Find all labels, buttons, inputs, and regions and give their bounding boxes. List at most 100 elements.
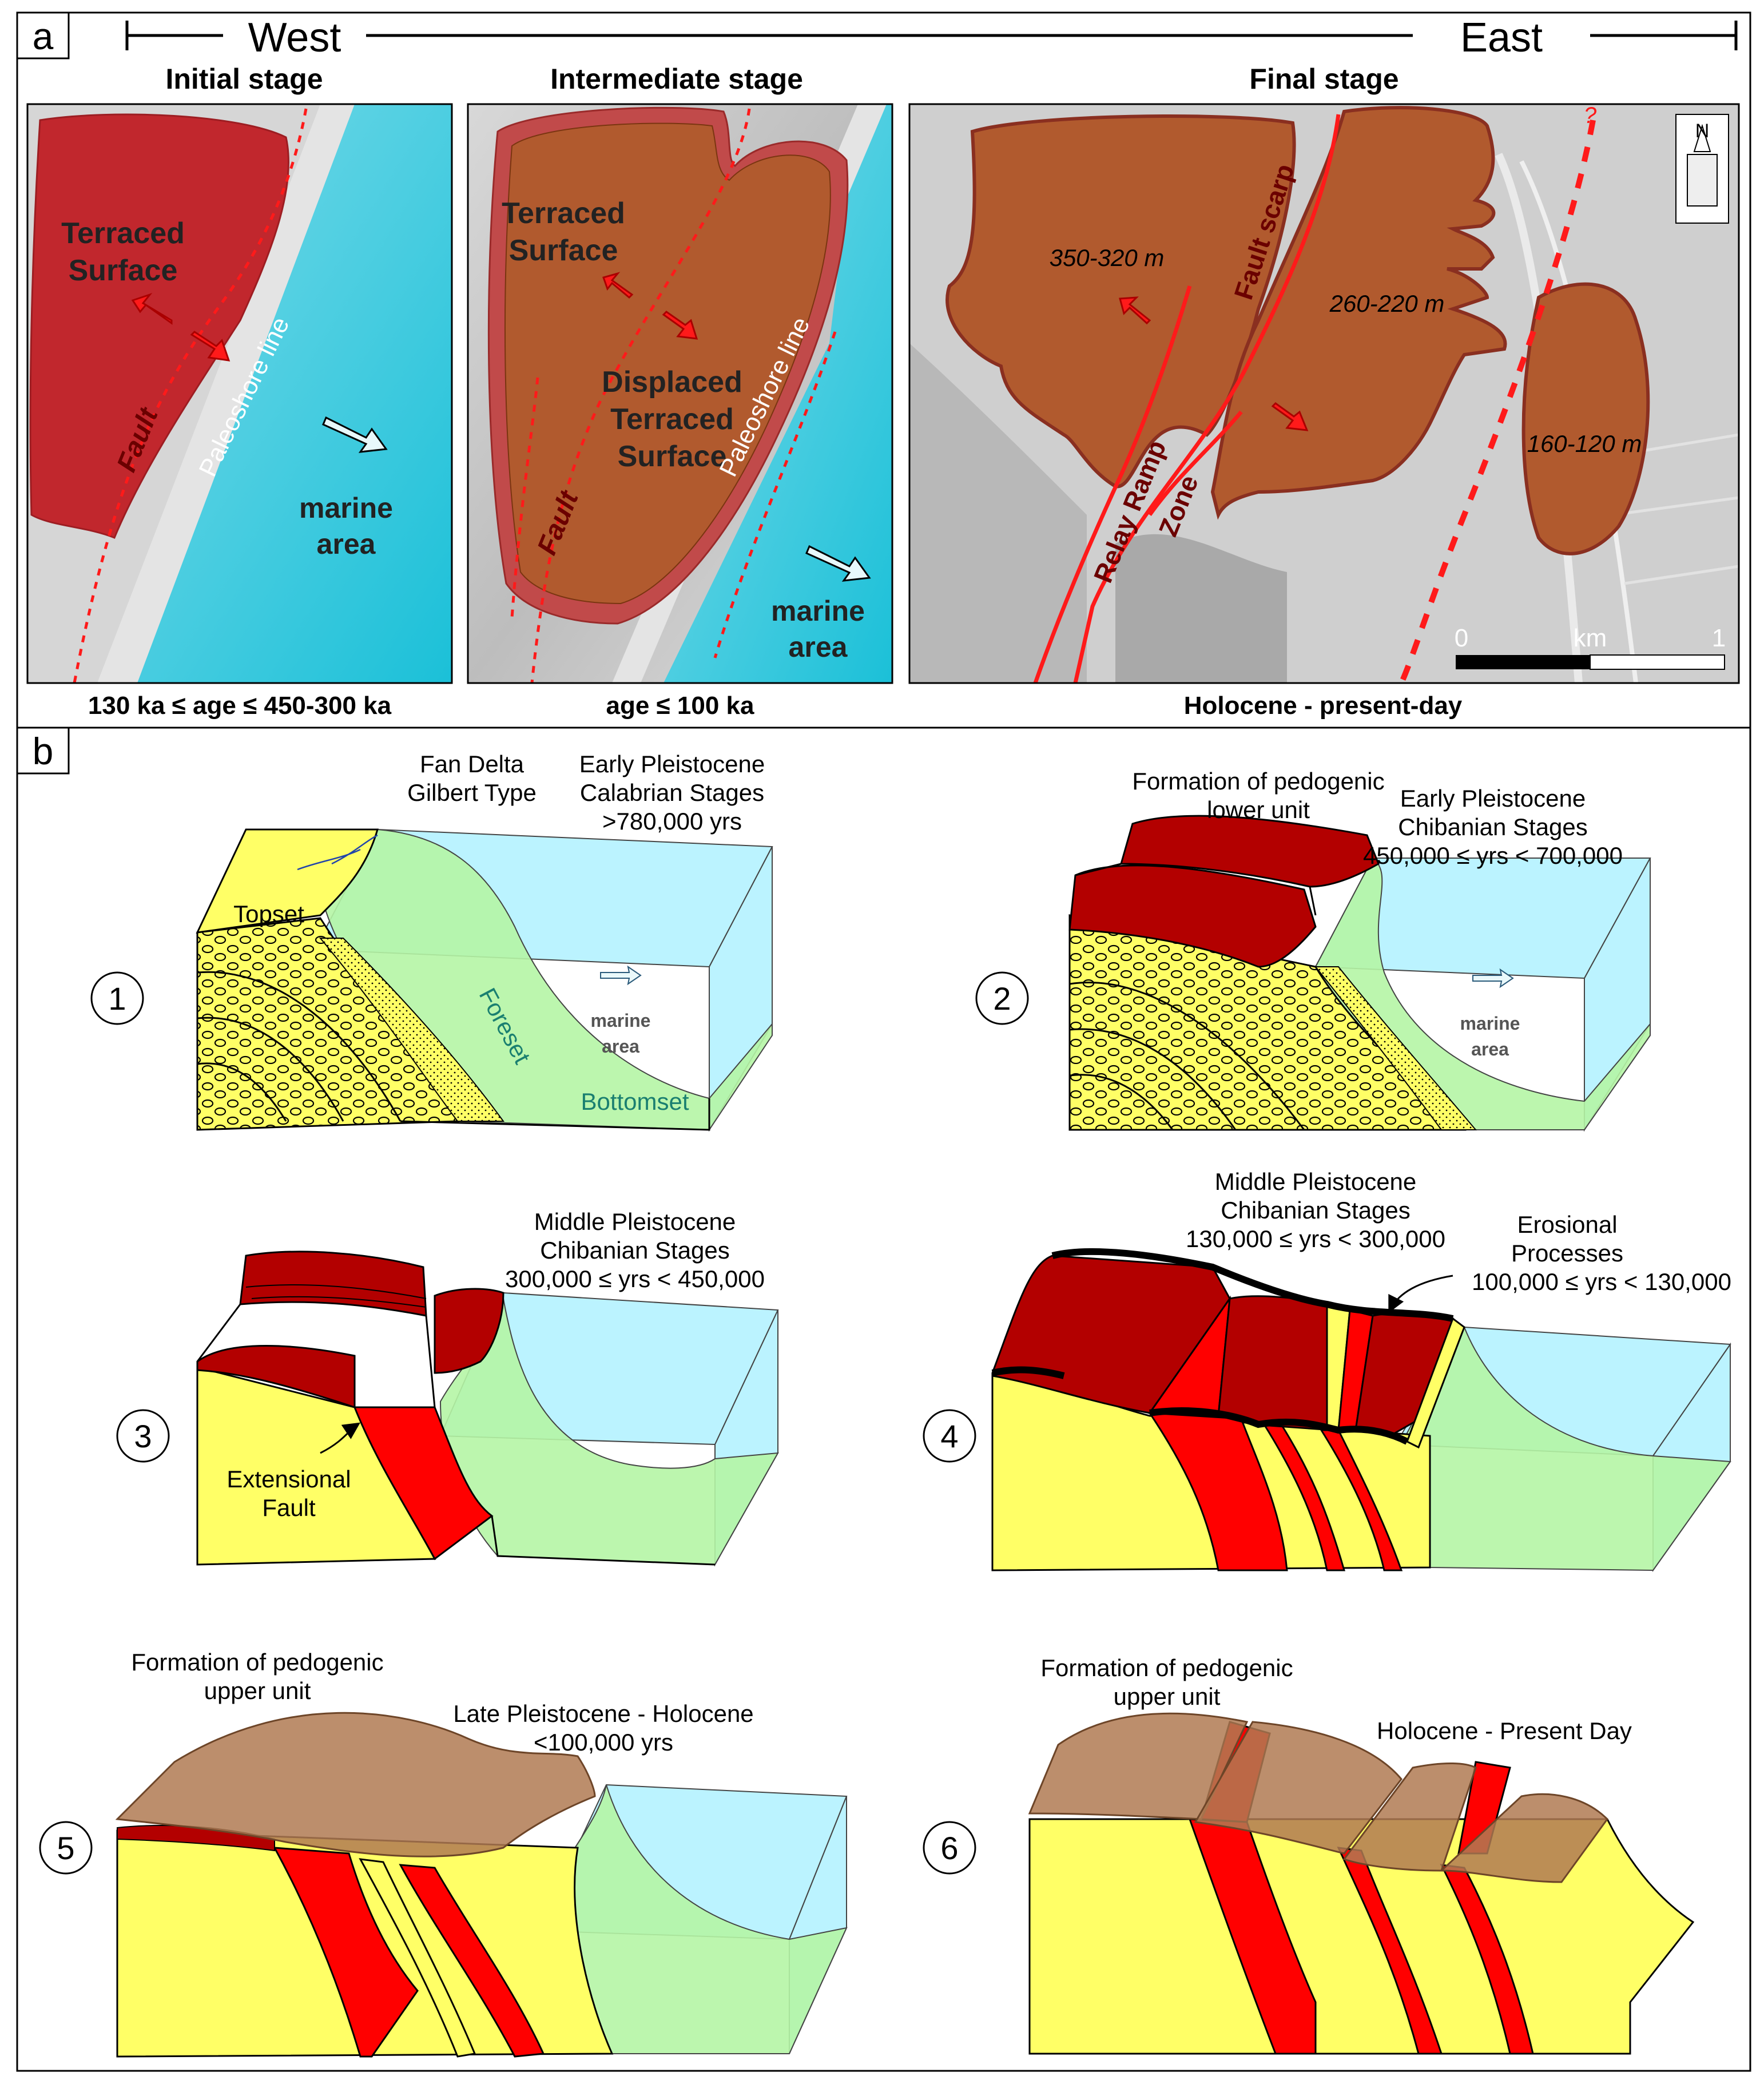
arrow-outline-icon: [805, 545, 871, 582]
block5-red-1: [273, 1847, 419, 2058]
block4-red-fault-2: [1262, 1423, 1345, 1571]
block5-stage-2: <100,000 yrs: [534, 1729, 673, 1756]
block1-stage-1: Early Pleistocene: [579, 751, 765, 777]
block-number-circle-6: [923, 1821, 976, 1875]
block3-pedogenic-1: [196, 1345, 356, 1409]
panel-a-label-box: [16, 11, 70, 59]
block5-red-2: [399, 1864, 545, 2058]
age-intermediate: age ≤ 100 ka: [606, 692, 755, 720]
erosion-label-2: Processes: [1511, 1240, 1623, 1267]
extensional-fault-label-1: Extensional: [227, 1466, 351, 1492]
block6-upper-4: [1439, 1793, 1608, 1883]
stage-title-final: Final stage: [1249, 63, 1399, 95]
age-final: Holocene - present-day: [1184, 692, 1463, 720]
block2-stage-3: 450,000 ≤ yrs < 700,000: [1363, 842, 1623, 869]
block6-red-1: [1188, 1818, 1317, 2055]
scale-bar: [1456, 654, 1725, 670]
question-mark: ?: [1584, 103, 1597, 128]
block-number-circle-3: [116, 1409, 170, 1463]
block1-topset: [196, 828, 379, 934]
erosion-arrow: [1388, 1275, 1453, 1313]
map1-terraced-2: Surface: [69, 254, 178, 287]
fault-line-int-1: [530, 108, 751, 683]
arrow-se-icon: [1271, 402, 1309, 431]
block-number-circle-1: [90, 971, 144, 1025]
fault-line-initial: [73, 108, 308, 683]
block-number-circle-5: [39, 1821, 93, 1875]
block-diagram-1: [196, 828, 773, 1132]
fault-line-int-3: [713, 331, 837, 658]
pedogenic-lower-2: [1120, 815, 1380, 888]
block-number-5: 5: [57, 1830, 74, 1866]
block6-upper-3: [1342, 1763, 1477, 1872]
map1-marine-1: marine: [299, 492, 393, 524]
block-number-4: 4: [940, 1418, 958, 1454]
map2-marine-1: marine: [771, 595, 865, 627]
north-arrow: [1675, 114, 1729, 224]
block-diagram-4: [991, 1248, 1731, 1573]
block2-stage-1: Early Pleistocene: [1400, 785, 1586, 812]
terraced-surface-initial: [29, 113, 290, 539]
map1-terraced-1: Terraced: [61, 217, 185, 250]
block6-upper-2: [1194, 1721, 1403, 1855]
terraced-surface-intermediate: [504, 122, 831, 605]
block5-text-2: upper unit: [204, 1677, 311, 1704]
map-intermediate: Terraced Surface Displaced Terraced Surf…: [467, 103, 893, 684]
block6-text-2: upper unit: [1114, 1683, 1221, 1710]
block2-stage-2: Chibanian Stages: [1398, 813, 1588, 840]
arrow-nw-icon: [1119, 296, 1151, 325]
scale-0: 0: [1455, 624, 1468, 652]
block-number-circle-4: [923, 1409, 976, 1463]
block3-fault-block: [353, 1406, 494, 1561]
topset-label: Topset: [233, 900, 304, 927]
map2-terraced-1: Terraced: [502, 197, 625, 230]
map-initial: Terraced Surface Fault Paleoshore line m…: [26, 103, 453, 684]
panel-b-label: b: [33, 730, 54, 772]
block1-marine-2: area: [602, 1036, 639, 1057]
arrow-se-icon: [190, 331, 231, 362]
stage-title-initial: Initial stage: [165, 63, 323, 95]
block1-stage-3: >780,000 yrs: [602, 808, 742, 835]
block3-stage-3: 300,000 ≤ yrs < 450,000: [505, 1265, 765, 1292]
block4-yellow-edge: [1406, 1317, 1465, 1449]
erosion-label-3: 100,000 ≤ yrs < 130,000: [1472, 1268, 1731, 1295]
map2-terraced-2: Surface: [509, 234, 618, 267]
fault-line-int-2: [510, 377, 539, 618]
panel-b-frame: [16, 727, 1751, 2072]
block-diagram-3: [196, 1251, 779, 1567]
arrow-outline-icon: [600, 965, 642, 986]
map2-displaced-3: Surface: [618, 440, 727, 473]
extensional-fault-arrow: [320, 1422, 360, 1454]
block3-stage-2: Chibanian Stages: [540, 1237, 730, 1264]
north-label: N: [1695, 120, 1710, 142]
block-number-1: 1: [108, 981, 126, 1017]
block-diagram-2: [1068, 815, 1651, 1132]
block4-red-fault-3: [1320, 1429, 1403, 1571]
block5-red-3: [359, 1858, 476, 2058]
arrow-nw-icon: [131, 292, 173, 325]
west-label: West: [248, 15, 341, 61]
block3-pedogenic-3: [434, 1288, 504, 1374]
fault-line-final-2: [1033, 285, 1192, 683]
block4-pedogenic-2: [1217, 1295, 1334, 1431]
age-initial: 130 ka ≤ age ≤ 450-300 ka: [88, 692, 392, 720]
map1-marine-2: area: [317, 528, 376, 560]
erosion-surface-mid: [991, 1366, 1409, 1445]
fault-line-dashed-east: [1399, 120, 1596, 683]
block-number-circle-2: [975, 971, 1029, 1025]
map2-displaced-1: Displaced: [602, 366, 742, 399]
block3-pedogenic-2: [239, 1251, 427, 1317]
block1-text-1: Fan Delta: [420, 751, 525, 777]
east-label: East: [1460, 15, 1543, 61]
block5-upper-unit: [115, 1712, 596, 1857]
map-final: ? 350-320 m 260-220 m 160-120 m Fault sc…: [908, 103, 1740, 684]
arrow-se-icon: [662, 311, 698, 340]
block1-text-2: Gilbert Type: [407, 779, 537, 806]
pedogenic-lower-1: [1068, 864, 1317, 968]
block6-text-1: Formation of pedogenic: [1040, 1654, 1293, 1681]
map2-displaced-2: Terraced: [610, 403, 734, 436]
block1-foreset-dots: [319, 938, 504, 1122]
block4-red-fault-1: [1148, 1412, 1288, 1571]
block4-stage-2: Chibanian Stages: [1221, 1197, 1411, 1224]
